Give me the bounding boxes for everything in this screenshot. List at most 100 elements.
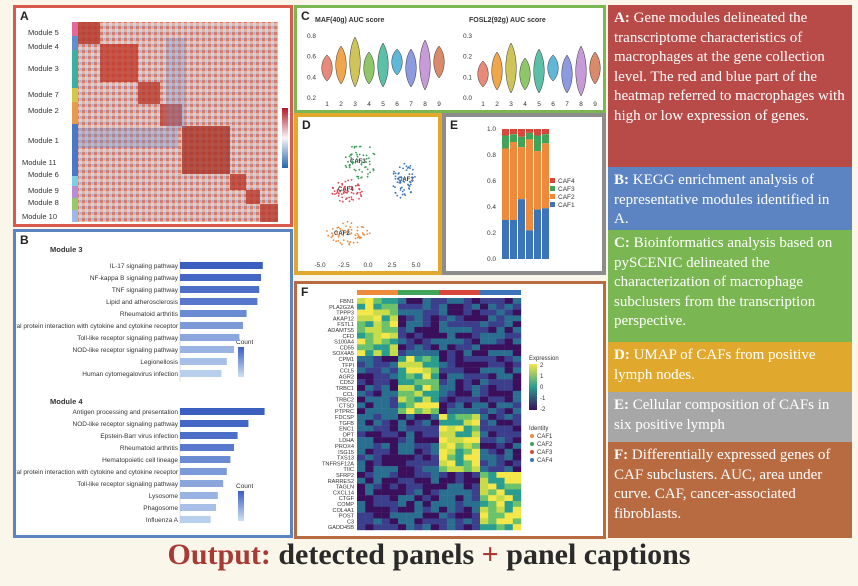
- pathway-label: Phagosome: [143, 505, 178, 512]
- heatmap-cell: [471, 443, 481, 449]
- heatmap-cell: [463, 396, 472, 403]
- heatmap-cell: [398, 356, 407, 362]
- heatmap-cell: [463, 419, 472, 426]
- heatmap-cell: [414, 298, 423, 304]
- violin-shape: [335, 45, 347, 85]
- heatmap-cell: [365, 518, 374, 525]
- heatmap-cell: [455, 483, 464, 490]
- heatmap-cell: [504, 477, 513, 484]
- heatmap-cell: [496, 402, 505, 409]
- heatmap-cell: [496, 443, 505, 449]
- heatmap-cell: [414, 361, 423, 368]
- umap-point: [349, 241, 352, 243]
- heatmap-cell: [406, 396, 415, 403]
- caption-b-text: KEGG enrichment analysis of representati…: [614, 172, 830, 227]
- stack-legend-label: CAF2: [558, 194, 575, 201]
- heatmap-cell: [422, 298, 431, 304]
- gene-label: CCL: [343, 392, 354, 398]
- heatmap-cell: [381, 512, 390, 519]
- heatmap-cell: [373, 454, 382, 461]
- gene-label: TPPP3: [336, 311, 354, 317]
- heatmap-cell: [496, 501, 505, 507]
- heatmap-cell: [398, 332, 407, 339]
- heatmap-cell: [488, 419, 497, 426]
- umap-point: [351, 160, 354, 162]
- heatmap-cell: [414, 483, 423, 490]
- panel-c[interactable]: C MAF(40g) AUC score FOSL2(92g) AUC scor…: [294, 5, 606, 113]
- violin-y-tick: 0.0: [463, 95, 472, 102]
- umap-point: [356, 184, 359, 187]
- caption-e-letter: E:: [614, 397, 629, 413]
- heatmap-cell: [406, 367, 415, 374]
- heatmap-cell: [389, 437, 399, 444]
- umap-point: [372, 169, 375, 172]
- gene-label: ISG15: [338, 450, 354, 456]
- heatmap-cell: [480, 303, 489, 310]
- violin-x-tick: 4: [367, 101, 371, 108]
- heatmap-cell: [480, 501, 489, 507]
- heatmap-cell: [406, 512, 415, 519]
- umap-point: [399, 176, 402, 178]
- heatmap-cell: [471, 466, 481, 473]
- stack-segment: [542, 129, 549, 135]
- umap-point: [399, 180, 402, 183]
- heatmap-cell: [512, 332, 522, 339]
- heatmap-cell: [357, 309, 366, 316]
- heatmap-cell: [414, 338, 423, 345]
- heatmap-cell: [414, 321, 423, 328]
- heatmap-cell: [447, 350, 456, 357]
- umap-point: [351, 161, 354, 164]
- umap-point: [333, 190, 336, 192]
- heatmap-cell: [398, 477, 407, 484]
- heatmap-cell: [365, 419, 374, 426]
- heatmap-cell: [365, 448, 374, 455]
- umap-point: [400, 177, 403, 179]
- heatmap-cell: [430, 321, 440, 328]
- heatmap-cell: [389, 448, 399, 455]
- heatmap-cell: [373, 437, 382, 444]
- heatmap-cell: [463, 425, 472, 432]
- violin-x-tick: 9: [437, 101, 441, 108]
- heatmap-cell: [463, 367, 472, 374]
- umap-point: [352, 192, 355, 195]
- heatmap-cell: [455, 466, 464, 473]
- umap-point: [354, 234, 357, 237]
- panel-a[interactable]: A: [13, 5, 293, 227]
- heatmap-cell: [480, 367, 489, 374]
- umap-point: [336, 233, 339, 236]
- heatmap-cell: [406, 361, 415, 368]
- stack-segment: [534, 129, 541, 136]
- panel-b[interactable]: B Module 3 Module 4 Count Count IL-17 si…: [13, 229, 293, 538]
- heatmap-cell: [512, 524, 522, 531]
- heatmap-cell: [455, 419, 464, 426]
- count-legend-bar: [238, 491, 244, 521]
- heatmap-cell: [504, 379, 513, 386]
- caption-e: E: Cellular composition of CAFs in six p…: [608, 392, 852, 442]
- heatmap-cell: [455, 460, 464, 467]
- heatmap-cell: [422, 385, 431, 391]
- heatmap-cell: [496, 373, 505, 380]
- umap-point: [366, 229, 369, 232]
- heatmap-cell: [496, 367, 505, 374]
- heatmap-cell: [455, 472, 464, 478]
- heatmap-cell: [422, 367, 431, 374]
- gene-label: C3: [347, 519, 354, 525]
- heatmap-cell: [439, 408, 448, 415]
- heatmap-cell: [381, 338, 390, 345]
- umap-point: [331, 235, 334, 237]
- violin-y-tick: 0.2: [307, 95, 316, 102]
- heatmap-cell: [406, 344, 415, 351]
- heatmap-cell: [365, 495, 374, 502]
- heatmap-cell: [406, 419, 415, 426]
- heatmap-cell: [414, 396, 423, 403]
- heatmap-cell: [389, 524, 399, 531]
- heatmap-cell: [430, 425, 440, 432]
- heatmap-cell: [447, 437, 456, 444]
- heatmap-cell: [414, 373, 423, 380]
- heatmap-cell: [488, 414, 497, 420]
- caption-c: C: Bioinformatics analysis based on pySC…: [608, 230, 852, 342]
- heatmap-cell: [357, 518, 366, 525]
